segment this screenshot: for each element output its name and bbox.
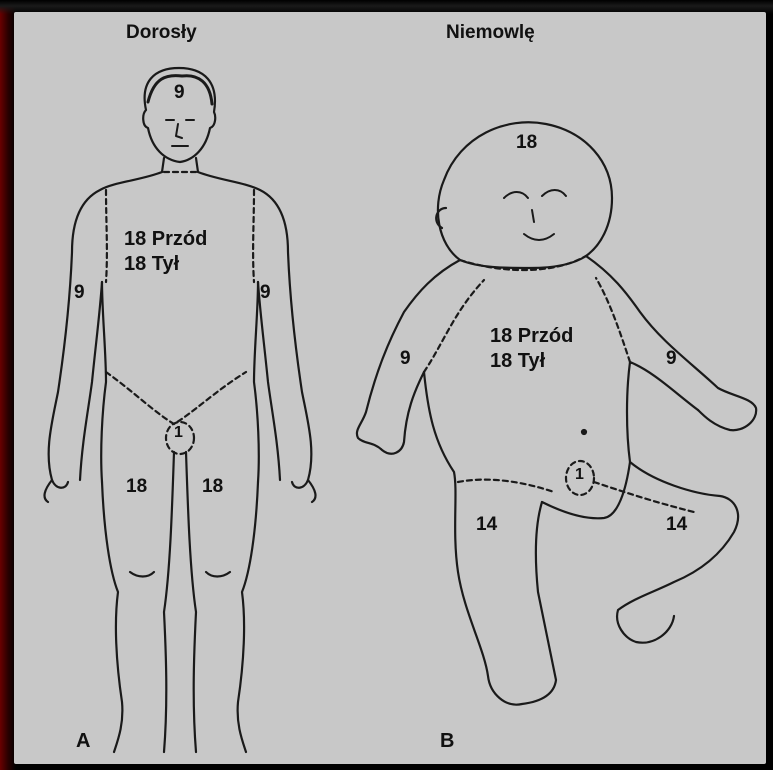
- adult-panel-letter: A: [76, 730, 90, 753]
- adult-head-percent: 9: [174, 82, 185, 104]
- adult-figure: [45, 68, 316, 752]
- infant-genital-percent: 1: [575, 466, 584, 484]
- adult-title: Dorosły: [126, 22, 197, 44]
- adult-trunk-back-percent: 18 Tył: [124, 252, 179, 277]
- infant-right-leg-percent: 14: [476, 514, 497, 536]
- infant-trunk-back-percent: 18 Tył: [490, 349, 545, 374]
- adult-genital-percent: 1: [174, 424, 183, 442]
- infant-trunk-front-percent: 18 Przód: [490, 324, 573, 349]
- infant-left-arm-percent: 9: [666, 348, 677, 370]
- infant-title: Niemowlę: [446, 22, 535, 44]
- infant-panel-letter: B: [440, 730, 454, 753]
- adult-left-arm-percent: 9: [260, 282, 271, 304]
- adult-left-leg-percent: 18: [202, 476, 223, 498]
- infant-left-leg-percent: 14: [666, 514, 687, 536]
- adult-trunk-front-percent: 18 Przód: [124, 227, 207, 252]
- rule-of-nines-diagram: Dorosły Niemowlę 9 18 Przód 18 Tył 9 9 1…: [14, 12, 766, 764]
- infant-figure: [357, 122, 756, 704]
- body-outlines: [14, 12, 766, 764]
- adult-right-arm-percent: 9: [74, 282, 85, 304]
- adult-right-leg-percent: 18: [126, 476, 147, 498]
- infant-head-percent: 18: [516, 132, 537, 154]
- infant-right-arm-percent: 9: [400, 348, 411, 370]
